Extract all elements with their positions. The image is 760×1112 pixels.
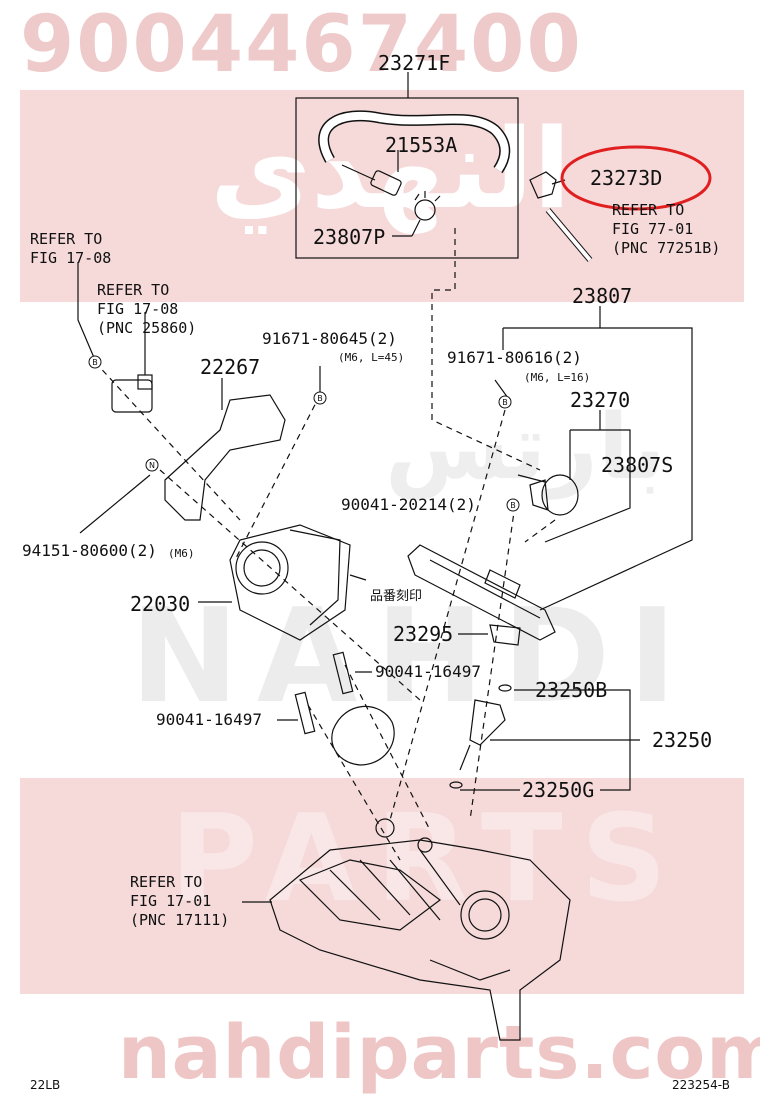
label-ref-fig-17-01: REFER TO FIG 17-01 (PNC 17111) — [130, 873, 230, 929]
hose-clamp — [370, 170, 402, 196]
connector-23273d — [529, 171, 557, 199]
watermark-part-number: 9004467400 — [20, 0, 583, 90]
label-23250: 23250 — [652, 728, 713, 752]
marker-b-1 — [88, 355, 102, 369]
label-23271f: 23271F — [378, 51, 451, 75]
label-ref-fig-17-08-b: REFER TO FIG 17-08 (PNC 25860) — [97, 281, 197, 337]
label-23250g: 23250G — [522, 778, 595, 802]
bracket-23295 — [489, 624, 521, 646]
stud-90041-16497-upper — [332, 651, 354, 695]
pressure-regulator — [541, 474, 579, 516]
label-23250b: 23250B — [535, 678, 608, 702]
hose-group-box — [295, 97, 519, 259]
intake-manifold — [269, 839, 571, 1041]
watermark-arabic-brand: النهدي — [210, 105, 571, 233]
label-21553a: 21553A — [385, 133, 458, 157]
label-23295: 23295 — [393, 622, 454, 646]
marker-b-1-letter: B — [92, 358, 98, 367]
watermark-arabic-parts: بارتس — [385, 395, 666, 500]
marker-b-4 — [506, 498, 520, 512]
marker-b-3 — [498, 395, 512, 409]
fuel-delivery-pipe — [407, 544, 556, 641]
fuel-injector — [469, 699, 506, 746]
label-91671-80616: 91671-80616(2) — [447, 348, 582, 367]
label-part-number-stamp-note: 品番刻印 — [370, 589, 423, 604]
marker-b-4-letter: B — [510, 501, 516, 510]
label-22030: 22030 — [130, 592, 191, 616]
label-23807p: 23807P — [313, 225, 386, 249]
label-23807s: 23807S — [601, 453, 674, 477]
label-ref-fig-17-08-a: REFER TO FIG 17-08 — [30, 230, 112, 267]
label-ref-fig-77-01: REFER TO FIG 77-01 (PNC 77251B) — [612, 201, 721, 257]
throttle-body — [235, 541, 289, 595]
watermark-band-top — [20, 90, 744, 302]
footer-figure-code: 223254-B — [672, 1078, 730, 1092]
footer-model-code: 22LB — [30, 1078, 61, 1092]
watermark-brand-word: NAHDI — [130, 580, 695, 732]
label-22267: 22267 — [200, 355, 261, 379]
label-23270: 23270 — [570, 388, 631, 412]
sensor-connector — [111, 379, 153, 413]
bracket-22267 — [164, 394, 286, 521]
label-90041-20214: 90041-20214(2) — [341, 495, 476, 514]
watermark-parts-word: PARTS — [170, 790, 686, 929]
label-91671-80645: 91671-80645(2) — [262, 329, 397, 348]
label-91671-80645-spec: (M6, L=45) — [338, 351, 405, 364]
marker-b-2 — [313, 391, 327, 405]
stud-90041-16497-lower — [294, 691, 316, 735]
label-23273d: 23273D — [590, 166, 663, 190]
marker-n-1 — [145, 458, 159, 472]
label-23807: 23807 — [572, 284, 633, 308]
watermark-band-bottom — [20, 778, 744, 994]
label-94151-80600: 94151-80600(2) — [22, 541, 157, 560]
marker-b-3-letter: B — [502, 398, 508, 407]
marker-b-2-letter: B — [317, 394, 323, 403]
label-90041-16497-lower: 90041-16497 — [156, 710, 262, 729]
label-94151-80600-spec: (M6) — [168, 547, 195, 560]
highlight-ellipse — [560, 145, 712, 211]
gasket — [331, 705, 395, 766]
watermark-domain: nahdiparts.com — [118, 1010, 760, 1096]
label-91671-80616-spec: (M6, L=16) — [524, 371, 591, 384]
label-90041-16497-upper: 90041-16497 — [375, 662, 481, 681]
marker-n-1-letter: N — [149, 461, 155, 470]
clip-23807p — [414, 199, 436, 221]
